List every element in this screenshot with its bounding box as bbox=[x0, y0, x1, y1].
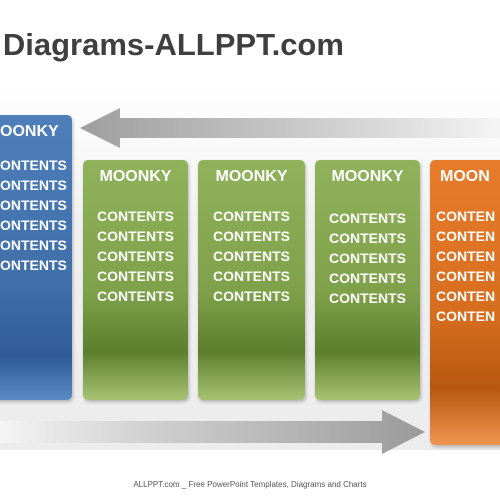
card-content-item: ONTENTS bbox=[0, 177, 67, 193]
process-card-5: MOON CONTEN CONTEN CONTEN CONTEN CONTEN … bbox=[430, 160, 500, 445]
process-card-4: MOONKY CONTENTS CONTENTS CONTENTS CONTEN… bbox=[315, 160, 420, 400]
left-arrow-icon bbox=[80, 108, 500, 148]
card-content-item: CONTENTS bbox=[97, 228, 174, 244]
card-content-item: CONTENTS bbox=[97, 208, 174, 224]
card-content-item: CONTENTS bbox=[97, 288, 174, 304]
card-content-item: CONTEN bbox=[436, 308, 496, 324]
card-heading: OONKY bbox=[0, 123, 59, 140]
card-content-item: CONTENTS bbox=[213, 248, 290, 264]
card-content-item: CONTENTS bbox=[213, 208, 290, 224]
slide-title: e Diagrams-ALLPPT.com bbox=[0, 20, 500, 70]
card-content-item: CONTEN bbox=[436, 268, 496, 284]
process-card-1: OONKY ONTENTS ONTENTS ONTENTS ONTENTS ON… bbox=[0, 115, 72, 400]
card-content-item: CONTENTS bbox=[213, 268, 290, 284]
card-content-item: ONTENTS bbox=[0, 157, 67, 173]
card-content-item: CONTENTS bbox=[329, 230, 406, 246]
process-card-2: MOONKY CONTENTS CONTENTS CONTENTS CONTEN… bbox=[83, 160, 188, 400]
card-content-item: CONTENTS bbox=[213, 288, 290, 304]
card-heading: MOONKY bbox=[99, 168, 172, 185]
card-content-item: CONTENTS bbox=[213, 228, 290, 244]
card-content-item: CONTENTS bbox=[329, 250, 406, 266]
process-card-3: MOONKY CONTENTS CONTENTS CONTENTS CONTEN… bbox=[198, 160, 305, 400]
card-content-list: CONTEN CONTEN CONTEN CONTEN CONTEN CONTE… bbox=[436, 206, 500, 326]
card-content-item: CONTENTS bbox=[97, 248, 174, 264]
card-content-item: ONTENTS bbox=[0, 237, 67, 253]
card-content-item: CONTENTS bbox=[329, 210, 406, 226]
card-content-item: CONTEN bbox=[436, 228, 496, 244]
slide-title-text: e Diagrams-ALLPPT.com bbox=[0, 27, 344, 62]
card-content-item: CONTEN bbox=[436, 208, 496, 224]
card-content-list: ONTENTS ONTENTS ONTENTS ONTENTS ONTENTS … bbox=[0, 155, 72, 275]
card-content-item: CONTENTS bbox=[329, 290, 406, 306]
card-content-item: CONTEN bbox=[436, 248, 496, 264]
right-arrow-icon bbox=[0, 410, 425, 454]
card-content-item: ONTENTS bbox=[0, 197, 67, 213]
card-heading: MOONKY bbox=[331, 168, 404, 185]
card-content-list: CONTENTS CONTENTS CONTENTS CONTENTS CONT… bbox=[315, 208, 420, 308]
card-content-item: CONTENTS bbox=[329, 270, 406, 286]
card-content-item: ONTENTS bbox=[0, 257, 67, 273]
card-heading: MOONKY bbox=[215, 168, 288, 185]
card-content-list: CONTENTS CONTENTS CONTENTS CONTENTS CONT… bbox=[198, 206, 305, 306]
card-content-item: ONTENTS bbox=[0, 217, 67, 233]
footer-credit: ALLPPT.com _ Free PowerPoint Templates, … bbox=[133, 480, 367, 489]
card-heading: MOON bbox=[440, 168, 490, 185]
card-content-list: CONTENTS CONTENTS CONTENTS CONTENTS CONT… bbox=[83, 206, 188, 306]
card-content-item: CONTEN bbox=[436, 288, 496, 304]
card-content-item: CONTENTS bbox=[97, 268, 174, 284]
